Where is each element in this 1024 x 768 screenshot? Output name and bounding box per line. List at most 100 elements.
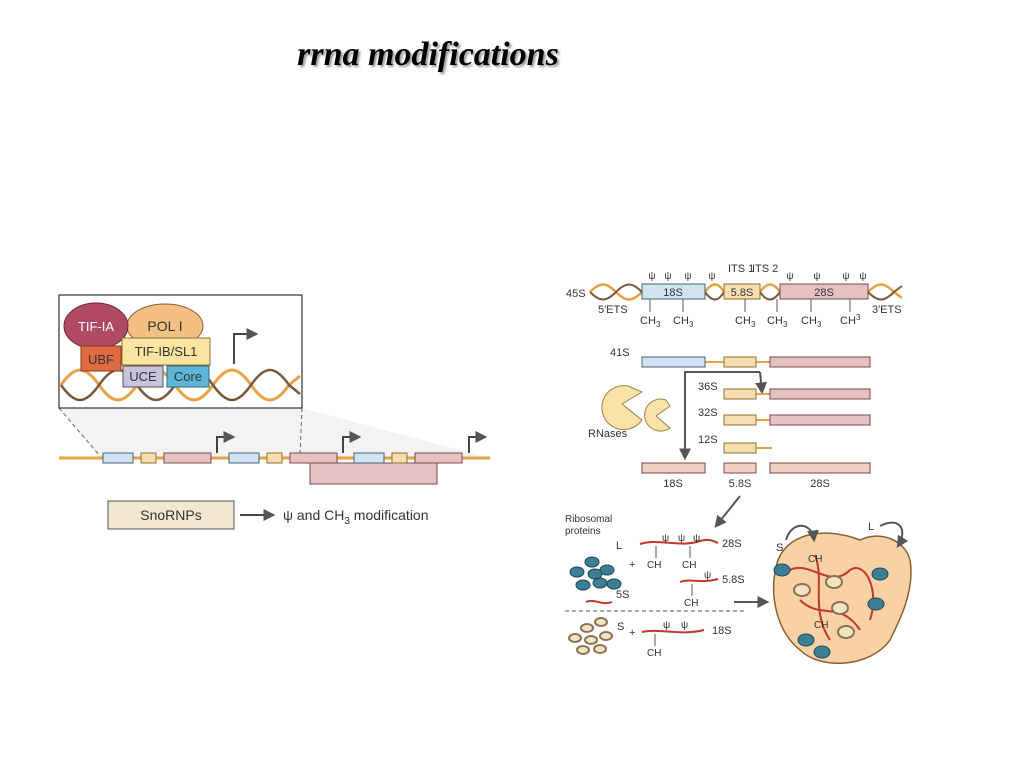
- pre45s-18s-label: 18S: [663, 287, 683, 299]
- core-shape: [166, 365, 210, 388]
- plus-sign-1: +: [629, 559, 635, 571]
- assembly-5s-label: 5S: [616, 589, 629, 601]
- ubf-label: UBF: [88, 352, 114, 367]
- ribosome-ch-2: CH: [814, 620, 828, 631]
- svg-text:CH: CH: [673, 315, 689, 327]
- svg-text:ψ: ψ: [859, 271, 866, 282]
- svg-text:3: 3: [689, 320, 694, 329]
- svg-text:3: 3: [656, 320, 661, 329]
- rna-32s-28s: [769, 414, 871, 426]
- tif-ib-label: TIF-IB/SL1: [135, 344, 198, 359]
- pre45s-58s-label: 5.8S: [731, 287, 754, 299]
- uce-shape: [122, 365, 164, 388]
- assembly-18s-psi-1: ψ: [663, 620, 670, 631]
- core-label: Core: [174, 369, 202, 384]
- assembly-58s-psi: ψ: [704, 570, 711, 581]
- modification-text: ψ and CH3 modification: [283, 507, 429, 527]
- svg-text:ψ: ψ: [693, 533, 700, 544]
- uce-label: UCE: [129, 369, 157, 384]
- its1-label: ITS 1: [728, 263, 754, 275]
- arrow-to-assembly: [714, 495, 741, 528]
- pre45s-28s: [779, 283, 869, 300]
- zoom-line-right: [299, 407, 303, 457]
- label-S: S: [617, 621, 624, 633]
- slide-title: rrna modifications: [297, 36, 559, 73]
- svg-text:ψ: ψ: [708, 271, 715, 282]
- mature-58s-label: 5.8S: [729, 478, 752, 490]
- snornp-gene-box: [309, 462, 438, 485]
- small-subunit-proteins: [568, 617, 613, 655]
- pseudouridine-marks: ψ ψ ψ ψ ψ ψ ψ ψ: [648, 271, 866, 282]
- ribosome-ch-1: CH: [808, 554, 822, 565]
- pol-i-label: POL I: [147, 318, 182, 334]
- rna-5s: [585, 599, 613, 605]
- label-41s: 41S: [610, 347, 630, 359]
- rna-36s-28s: [769, 388, 871, 400]
- assembly-28s-ch-2: CH: [682, 560, 696, 571]
- mature-28s-label: 28S: [810, 478, 830, 490]
- svg-text:ψ: ψ: [648, 271, 655, 282]
- svg-text:ψ: ψ: [813, 271, 820, 282]
- zoom-projection: [59, 408, 490, 458]
- tss-arrow-inset: [233, 328, 259, 364]
- rna-18s-mature: [641, 629, 705, 634]
- snornps-box: [107, 500, 235, 530]
- promoter-panel: POL I TIF-IA UBF TIF-IB/SL1 UCE Core: [58, 294, 490, 530]
- ribosomal-proteins-label-1: Ribosomal: [565, 514, 612, 525]
- rna-12s-58s: [723, 442, 757, 454]
- assembly-18s-label: 18S: [712, 625, 732, 637]
- label-32s: 32S: [698, 407, 718, 419]
- arrow-to-18s: [679, 371, 760, 461]
- ets5-label: 5′ETS: [598, 304, 628, 316]
- svg-text:ψ: ψ: [664, 271, 671, 282]
- ribosome: CH CH: [772, 532, 912, 665]
- tif-ia-label: TIF-IA: [78, 319, 114, 334]
- svg-text:3: 3: [783, 320, 788, 329]
- svg-text:CH: CH: [640, 315, 656, 327]
- svg-text:CH: CH: [801, 315, 817, 327]
- svg-text:3: 3: [817, 320, 822, 329]
- pre45s-58s: [723, 283, 761, 300]
- plus-sign-2: +: [629, 627, 635, 639]
- ribosome-L-arrow: [879, 521, 909, 549]
- assembly-18s-ch: CH: [647, 648, 661, 659]
- ubf-shape: [80, 345, 122, 372]
- zoom-line-left: [58, 407, 101, 457]
- svg-text:CH: CH: [735, 315, 751, 327]
- svg-text:CH: CH: [767, 315, 783, 327]
- snornps-label: SnoRNPs: [140, 507, 201, 523]
- svg-text:ψ: ψ: [684, 271, 691, 282]
- label-12s: 12S: [698, 434, 718, 446]
- tif-ib-shape: [121, 337, 211, 366]
- rna-36s-58s: [723, 388, 757, 400]
- svg-text:3: 3: [751, 320, 756, 329]
- assembly-58s-label: 5.8S: [722, 574, 745, 586]
- rna-41s-18s: [641, 356, 706, 368]
- assembly-58s-ch: CH: [684, 598, 698, 609]
- svg-text:ψ: ψ: [662, 533, 669, 544]
- pre45s-28s-label: 28S: [814, 287, 834, 299]
- rna-41s-58s: [723, 356, 757, 368]
- label-L: L: [616, 540, 622, 552]
- its2-label: ITS 2: [752, 263, 778, 275]
- mature-18s-label: 18S: [663, 478, 683, 490]
- pre45s-helix: [589, 283, 903, 301]
- ribosome-L-label: L: [868, 521, 874, 533]
- svg-text:CH: CH: [840, 315, 856, 327]
- rna-28s-mature: [639, 538, 719, 545]
- rnase-shape-1: [601, 385, 644, 431]
- svg-text:ψ: ψ: [842, 271, 849, 282]
- mature-18s: [641, 462, 706, 474]
- assembly-28s-label: 28S: [722, 538, 742, 550]
- rna-58s-mature: [679, 578, 719, 583]
- ribosome-S-label: S: [776, 542, 783, 554]
- processing-panel: 45S 18S 5.8S 28S ITS 1 ITS 2 5′ETS 3′ETS…: [565, 263, 912, 665]
- rdna-units: [102, 452, 463, 464]
- rna-41s-28s: [769, 356, 871, 368]
- assembly-28s-ch: CH: [647, 560, 661, 571]
- large-subunit-proteins: [569, 556, 622, 591]
- mature-28s: [769, 462, 871, 474]
- label-36s: 36S: [698, 381, 718, 393]
- rnases-label: RNases: [588, 428, 628, 440]
